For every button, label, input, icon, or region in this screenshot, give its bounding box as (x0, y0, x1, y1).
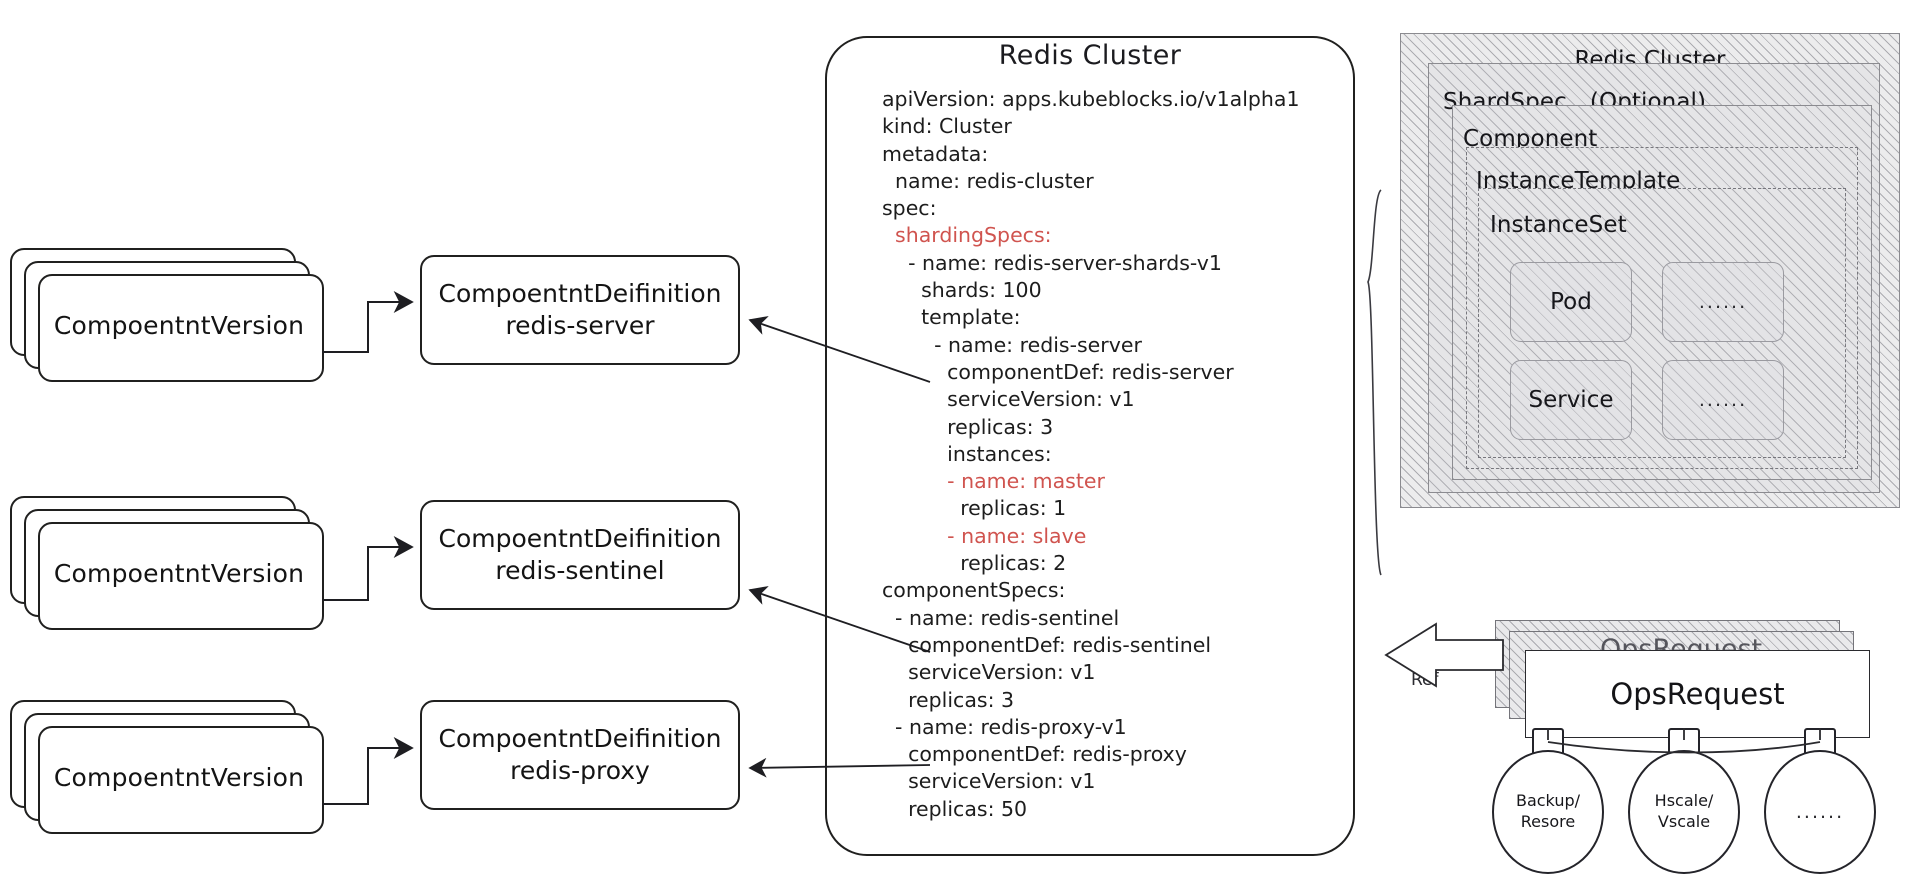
arrow-version-to-def-2 (322, 536, 414, 601)
definition-name-label: redis-server (505, 311, 655, 340)
ops-circle-more[interactable]: ...... (1764, 750, 1876, 874)
card-front (38, 726, 324, 834)
yaml-line-16: - name: slave (882, 523, 1087, 548)
component-definition-redis-proxy[interactable]: CompoentntDeifinition redis-proxy (420, 700, 740, 810)
yaml-line-4: spec: (882, 196, 937, 221)
component-definition-redis-sentinel[interactable]: CompoentntDeifinition redis-sentinel (420, 500, 740, 610)
yaml-line-11: serviceVersion: v1 (882, 387, 1135, 412)
instanceset-cell-service[interactable]: Service (1510, 360, 1632, 440)
yaml-line-3: name: redis-cluster (882, 168, 1094, 193)
arrow-version-to-def-3 (322, 737, 414, 805)
yaml-line-10: componentDef: redis-server (882, 359, 1234, 384)
pod-label: Pod (1550, 289, 1592, 315)
ops-circle-text: Backup/ Resore (1516, 791, 1580, 833)
yaml-line-19: - name: redis-sentinel (882, 605, 1120, 630)
ellipsis-label: ...... (1795, 800, 1845, 823)
opsrequest-label: OpsRequest (1610, 677, 1785, 711)
yaml-line-21: serviceVersion: v1 (882, 660, 1096, 685)
definition-kind-label: CompoentntDeifinition (438, 278, 722, 308)
yaml-line-8: template: (882, 305, 1021, 330)
yaml-line-14: - name: master (882, 469, 1105, 494)
component-version-stack-2[interactable]: CompoentntVersion (10, 496, 324, 630)
arrow-version-to-def-1 (322, 291, 414, 353)
yaml-line-15: replicas: 1 (882, 496, 1067, 521)
ref-arrow-label: Ref (1411, 670, 1439, 690)
ops-circle-line1: Backup/ (1515, 791, 1581, 811)
instanceset-cell-more-2[interactable]: ...... (1662, 360, 1784, 440)
service-label: Service (1528, 387, 1614, 413)
component-version-label: CompoentntVersion (53, 311, 305, 341)
yaml-line-1: kind: Cluster (882, 114, 1012, 139)
component-version-label: CompoentntVersion (53, 763, 305, 793)
ops-circle-line2: Resore (1520, 812, 1576, 831)
component-version-label: CompoentntVersion (53, 559, 305, 589)
instanceset-label: InstanceSet (1490, 212, 1627, 238)
yaml-line-9: - name: redis-server (882, 332, 1142, 357)
redis-cluster-yaml-title: Redis Cluster (998, 40, 1182, 71)
component-version-stack-1[interactable]: CompoentntVersion (10, 248, 324, 382)
yaml-line-6: - name: redis-server-shards-v1 (882, 250, 1222, 275)
yaml-line-25: serviceVersion: v1 (882, 769, 1096, 794)
arrow-ops-ref (1384, 622, 1504, 688)
ellipsis-label: ...... (1698, 291, 1748, 313)
component-version-stack-3[interactable]: CompoentntVersion (10, 700, 324, 834)
ops-circle-hscale-vscale[interactable]: Hscale/ Vscale (1628, 750, 1740, 874)
brace-cluster-to-panel (1367, 189, 1382, 576)
redis-cluster-yaml-card (825, 36, 1355, 856)
yaml-line-18: componentSpecs: (882, 578, 1066, 603)
definition-name-label: redis-sentinel (495, 556, 665, 585)
yaml-line-24: componentDef: redis-proxy (882, 742, 1187, 767)
ops-circle-line1: Hscale/ (1654, 791, 1714, 811)
opsrequest-front-card[interactable]: OpsRequest (1525, 650, 1870, 738)
yaml-line-0: apiVersion: apps.kubeblocks.io/v1alpha1 (882, 87, 1300, 111)
component-definition-redis-server[interactable]: CompoentntDeifinition redis-server (420, 255, 740, 365)
yaml-line-2: metadata: (882, 141, 989, 166)
instanceset-cell-more-1[interactable]: ...... (1662, 262, 1784, 342)
yaml-line-5: shardingSpecs: (882, 223, 1052, 248)
yaml-line-22: replicas: 3 (882, 687, 1015, 712)
definition-name-label: redis-proxy (510, 756, 650, 785)
yaml-line-23: - name: redis-proxy-v1 (882, 714, 1127, 739)
yaml-line-7: shards: 100 (882, 278, 1042, 303)
instanceset-cell-pod[interactable]: Pod (1510, 262, 1632, 342)
ops-circle-text: Hscale/ Vscale (1655, 791, 1714, 833)
definition-kind-label: CompoentntDeifinition (438, 523, 722, 553)
ellipsis-label: ...... (1698, 389, 1748, 411)
yaml-line-17: replicas: 2 (882, 551, 1067, 576)
card-front (38, 522, 324, 630)
redis-cluster-yaml-body: apiVersion: apps.kubeblocks.io/v1alpha1 k… (882, 86, 1352, 823)
yaml-line-13: instances: (882, 441, 1052, 466)
yaml-line-12: replicas: 3 (882, 414, 1054, 439)
yaml-line-20: componentDef: redis-sentinel (882, 632, 1212, 657)
ops-circle-line2: Vscale (1657, 812, 1711, 831)
definition-kind-label: CompoentntDeifinition (438, 723, 722, 753)
ops-circle-backup-restore[interactable]: Backup/ Resore (1492, 750, 1604, 874)
yaml-line-26: replicas: 50 (882, 796, 1028, 821)
card-front (38, 274, 324, 382)
